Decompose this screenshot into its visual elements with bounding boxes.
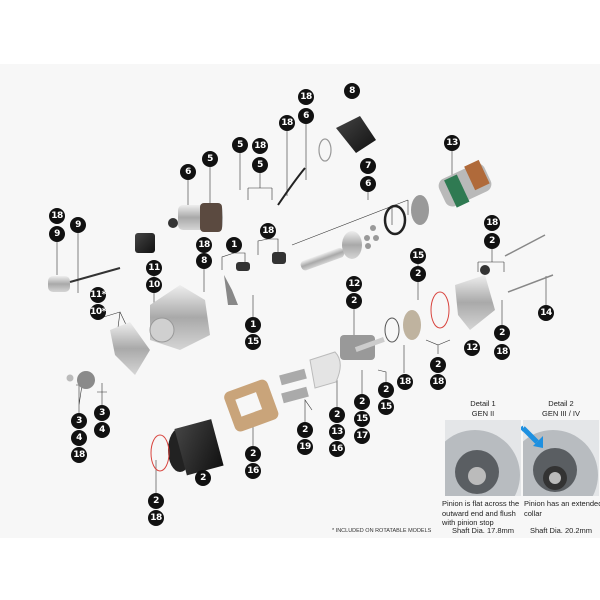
bearing-cap-part bbox=[480, 265, 490, 275]
brush-plate-part bbox=[340, 335, 385, 360]
insulator-sleeve-part bbox=[309, 351, 341, 389]
callout: 2 bbox=[329, 407, 345, 423]
callout: 18 bbox=[298, 89, 314, 105]
callout: 2 bbox=[494, 325, 510, 341]
callout: 2 bbox=[484, 233, 500, 249]
plunger-boot-part bbox=[135, 233, 155, 253]
detail-2-title: Detail 2 bbox=[548, 399, 574, 408]
nose-plate-part bbox=[110, 322, 150, 375]
callout: 16 bbox=[245, 463, 261, 479]
callout: 16 bbox=[329, 441, 345, 457]
detail-1-caption: Pinion is flat across the outward end an… bbox=[442, 499, 520, 527]
clip-part bbox=[318, 138, 332, 162]
drive-housing-part bbox=[149, 285, 210, 350]
callout: 1 bbox=[245, 317, 261, 333]
callout: 11 bbox=[146, 260, 162, 276]
callout: 3 bbox=[94, 405, 110, 421]
callout: 1 bbox=[226, 237, 242, 253]
callout: 17 bbox=[354, 428, 370, 444]
plate-part bbox=[411, 195, 429, 225]
callout: 18 bbox=[397, 374, 413, 390]
callout: 18 bbox=[279, 115, 295, 131]
footnote: * INCLUDED ON ROTATABLE MODELS bbox=[332, 528, 432, 534]
detail-2-caption: Pinion has an extended collar bbox=[524, 499, 600, 518]
callout: 18 bbox=[260, 223, 276, 239]
detail-2-subtitle: GEN III / IV bbox=[542, 409, 580, 418]
shift-lever-part bbox=[224, 275, 238, 305]
callout: 15 bbox=[378, 399, 394, 415]
through-bolts-part bbox=[504, 234, 554, 293]
callout: 18 bbox=[196, 237, 212, 253]
switch-part bbox=[48, 267, 121, 292]
field-frame-part bbox=[168, 419, 224, 476]
callout: 2 bbox=[410, 266, 426, 282]
spring-part bbox=[236, 262, 250, 271]
callout: 19 bbox=[297, 439, 313, 455]
callout: 15 bbox=[245, 334, 261, 350]
callout: 7 bbox=[360, 158, 376, 174]
callout: 4 bbox=[71, 430, 87, 446]
callout: 2 bbox=[245, 446, 261, 462]
callout: 8 bbox=[196, 253, 212, 269]
detail-1-shaft: Shaft Dia. 17.8mm bbox=[451, 526, 515, 535]
callout: 18 bbox=[484, 215, 500, 231]
callout: 2 bbox=[297, 422, 313, 438]
callout: 6 bbox=[180, 164, 196, 180]
callout: 2 bbox=[195, 470, 211, 486]
callout: 4 bbox=[94, 422, 110, 438]
callout: 13 bbox=[329, 424, 345, 440]
solenoid-part bbox=[168, 203, 223, 232]
brush-holder-part bbox=[224, 379, 279, 432]
callout: 13 bbox=[444, 135, 460, 151]
gasket-part bbox=[403, 310, 421, 340]
detail-2-image bbox=[523, 420, 599, 496]
commutator-end-housing-part bbox=[455, 275, 495, 330]
cable-part bbox=[277, 167, 306, 206]
callout: 12 bbox=[464, 340, 480, 356]
callout: 15 bbox=[410, 248, 426, 264]
callout: 18 bbox=[430, 374, 446, 390]
callout: 18 bbox=[494, 344, 510, 360]
callout: 15 bbox=[354, 411, 370, 427]
pole-shoes-part bbox=[279, 368, 309, 404]
armature-part bbox=[438, 159, 492, 208]
o-ring-part bbox=[150, 434, 170, 472]
callout: 2 bbox=[346, 293, 362, 309]
pinion-part bbox=[66, 371, 95, 389]
callout: 2 bbox=[354, 394, 370, 410]
detail-1-subtitle: GEN II bbox=[471, 409, 495, 418]
detail-1-title: Detail 1 bbox=[470, 399, 496, 408]
callout: 5 bbox=[232, 137, 248, 153]
callout: 5 bbox=[252, 157, 268, 173]
retainer-part bbox=[384, 317, 400, 343]
callout: 18 bbox=[252, 138, 268, 154]
callout: 9 bbox=[49, 226, 65, 242]
detail-1-image bbox=[445, 420, 521, 496]
callout: 9 bbox=[70, 217, 86, 233]
callout: 18 bbox=[148, 510, 164, 526]
callout: 2 bbox=[430, 357, 446, 373]
callout: 10 bbox=[146, 277, 162, 293]
callout: 6 bbox=[298, 108, 314, 124]
callout: 14 bbox=[538, 305, 554, 321]
callout: 2 bbox=[378, 382, 394, 398]
nuts-part bbox=[364, 225, 379, 249]
callout: 18 bbox=[71, 447, 87, 463]
callout: 3 bbox=[71, 413, 87, 429]
callout: 6 bbox=[360, 176, 376, 192]
detail-2-shaft: Shaft Dia. 20.2mm bbox=[529, 526, 593, 535]
drive-shaft-part bbox=[300, 231, 362, 271]
seal-ring-part bbox=[383, 204, 407, 236]
callout: 2 bbox=[148, 493, 164, 509]
callout: 12 bbox=[346, 276, 362, 292]
end-seal-part bbox=[430, 291, 450, 329]
callout: 11* bbox=[90, 287, 106, 303]
callout: 5 bbox=[202, 151, 218, 167]
bushing-part bbox=[272, 252, 286, 264]
callout: 10* bbox=[90, 304, 106, 320]
callout: 8 bbox=[344, 83, 360, 99]
cover-part bbox=[336, 116, 376, 153]
callout: 18 bbox=[49, 208, 65, 224]
